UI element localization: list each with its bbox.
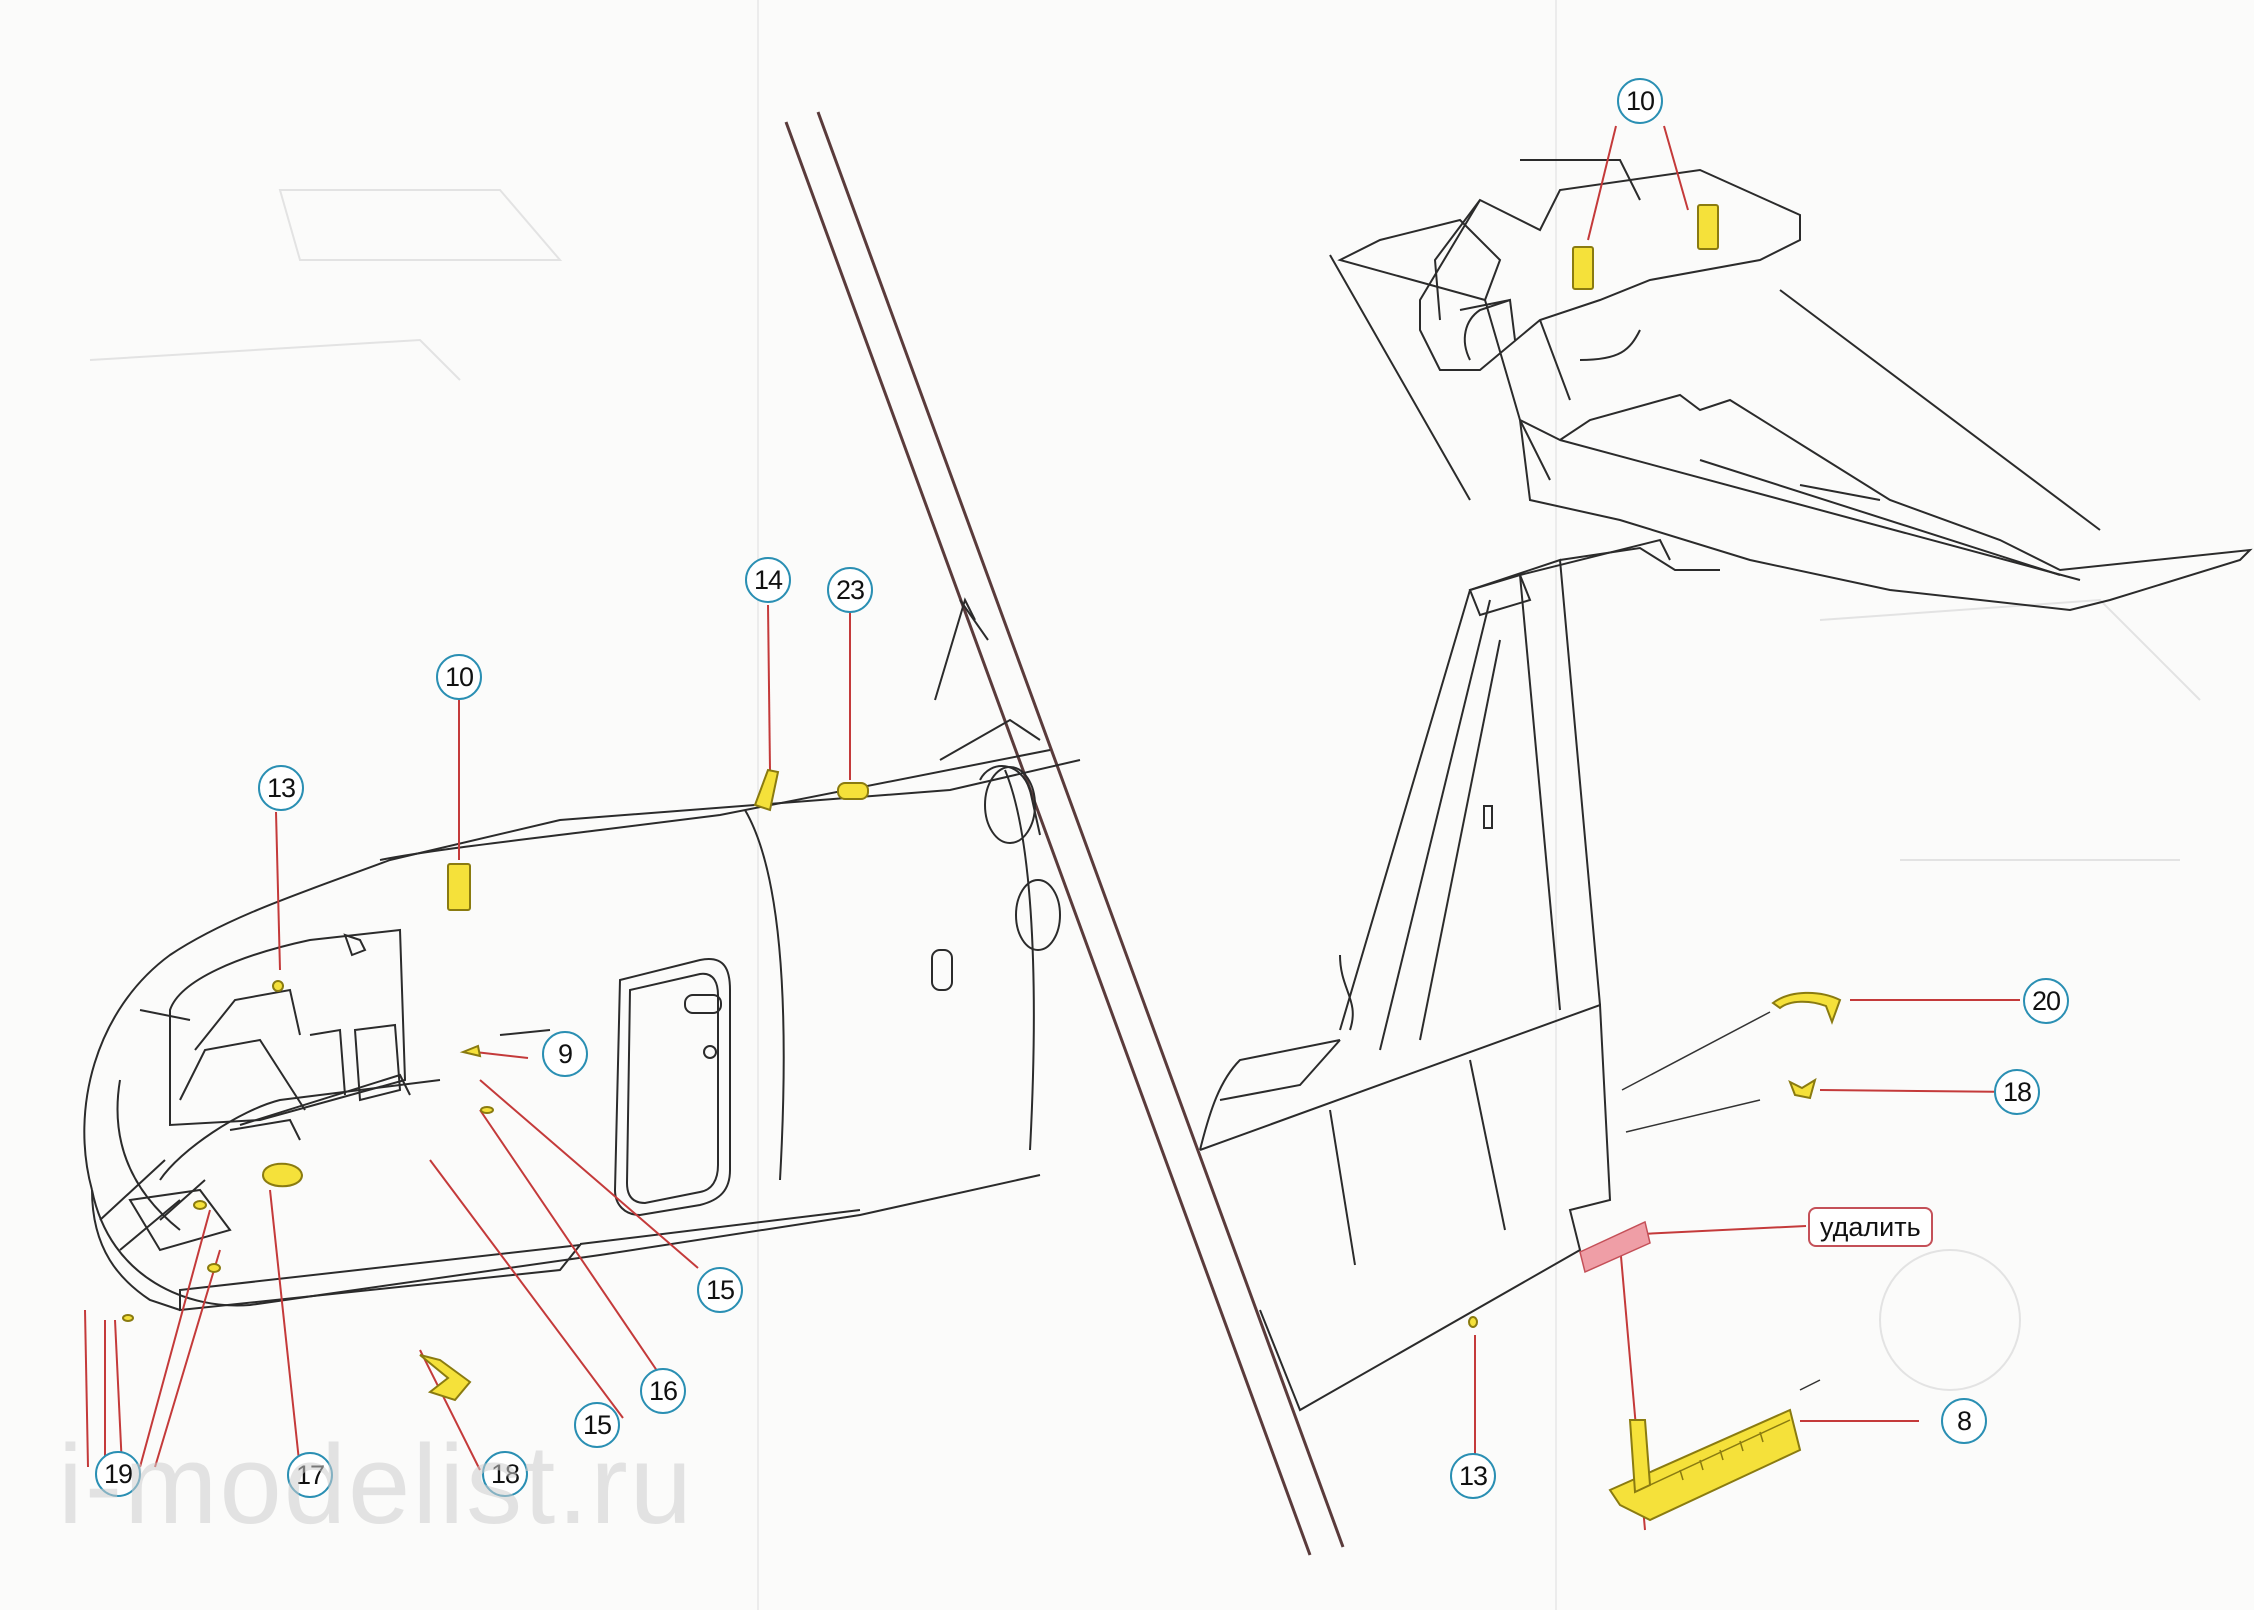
probe-part-18 bbox=[1788, 1077, 1817, 1100]
callout-17: 17 bbox=[287, 1452, 333, 1498]
step-part-8-detail bbox=[1649, 1419, 1791, 1486]
callout-18: 18 bbox=[1994, 1069, 2040, 1115]
light-part-19 bbox=[122, 1314, 134, 1322]
callout-13: 13 bbox=[258, 765, 304, 811]
antenna-part-14 bbox=[753, 768, 780, 812]
forward-fuselage bbox=[83, 597, 1081, 1312]
tail-section bbox=[1199, 159, 2253, 1412]
watermark-text: i-modelist.ru bbox=[58, 1422, 694, 1547]
antenna-part-10 bbox=[1697, 204, 1719, 250]
antenna-part-10 bbox=[447, 863, 471, 911]
remove-label: удалить bbox=[1808, 1207, 1933, 1247]
leader-lines bbox=[84, 125, 2021, 1531]
light-part-13 bbox=[1468, 1316, 1478, 1328]
light-part-19 bbox=[193, 1200, 207, 1210]
callout-8: 8 bbox=[1941, 1398, 1987, 1444]
callout-18: 18 bbox=[482, 1451, 528, 1497]
callout-13: 13 bbox=[1450, 1453, 1496, 1499]
callout-15: 15 bbox=[574, 1402, 620, 1448]
callout-14: 14 bbox=[745, 557, 791, 603]
probe-part-18 bbox=[419, 1354, 472, 1402]
light-part-13 bbox=[272, 980, 284, 992]
callout-16: 16 bbox=[640, 1368, 686, 1414]
callout-19: 19 bbox=[95, 1451, 141, 1497]
paper-fold-line bbox=[1555, 0, 1557, 1610]
antenna-part-10 bbox=[1572, 246, 1594, 290]
leader-lines-black bbox=[1621, 1011, 1821, 1391]
light-part-19 bbox=[207, 1263, 221, 1273]
remove-area bbox=[1579, 1220, 1651, 1274]
callout-9: 9 bbox=[542, 1031, 588, 1077]
panel-separator bbox=[784, 111, 1345, 1556]
reverse-side-ghost bbox=[89, 189, 2201, 1391]
callout-23: 23 bbox=[827, 567, 873, 613]
callout-20: 20 bbox=[2023, 978, 2069, 1024]
callout-10: 10 bbox=[436, 654, 482, 700]
callout-15: 15 bbox=[697, 1267, 743, 1313]
light-part-16 bbox=[480, 1106, 494, 1114]
lamp-part-17 bbox=[261, 1162, 304, 1188]
hatch-part-23 bbox=[837, 782, 869, 800]
callout-10: 10 bbox=[1617, 78, 1663, 124]
light-part-9 bbox=[459, 1044, 482, 1058]
handle-part-20 bbox=[1771, 991, 1842, 1025]
